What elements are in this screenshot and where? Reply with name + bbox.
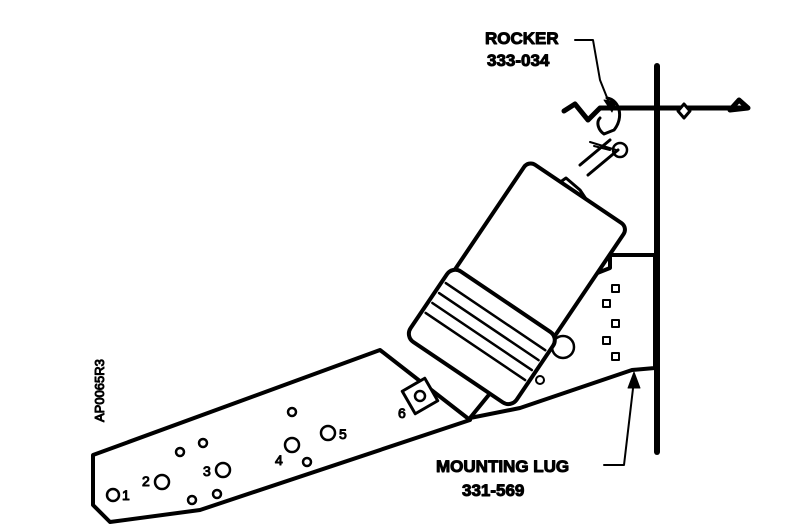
hole-number-2: 2 [142, 473, 150, 489]
hole-number-4: 4 [275, 452, 283, 468]
rocker-arrowhead [603, 99, 617, 113]
figure-code-label: AP0065R3 [92, 359, 107, 422]
hole-6 [413, 389, 427, 403]
actuator-cylinder [406, 161, 627, 407]
rocker-hook [596, 96, 622, 136]
rocker-bar [561, 97, 751, 123]
rod-end-left [578, 138, 612, 167]
lug-small-hole [535, 375, 545, 385]
rocker-name-label: ROCKER [485, 29, 559, 48]
hole-number-3: 3 [203, 463, 211, 479]
lug-name-label: MOUNTING LUG [436, 457, 569, 476]
rocker-pivot-diamond [676, 102, 692, 120]
hole-number-5: 5 [339, 426, 347, 442]
lug-leader [603, 379, 635, 466]
rod-end-right [586, 148, 620, 177]
mounting-bar [91, 348, 472, 524]
hole-6-tab [400, 376, 440, 416]
lug-bolt-holes [602, 284, 620, 361]
lug-arrowhead [627, 371, 641, 389]
lug-part-label: 331-569 [462, 481, 524, 500]
rocker-leader [574, 39, 613, 111]
hole-number-6: 6 [398, 405, 406, 421]
hole-number-1: 1 [122, 487, 130, 503]
rocker-part-label: 333-034 [487, 51, 550, 70]
bar-holes [105, 406, 337, 506]
